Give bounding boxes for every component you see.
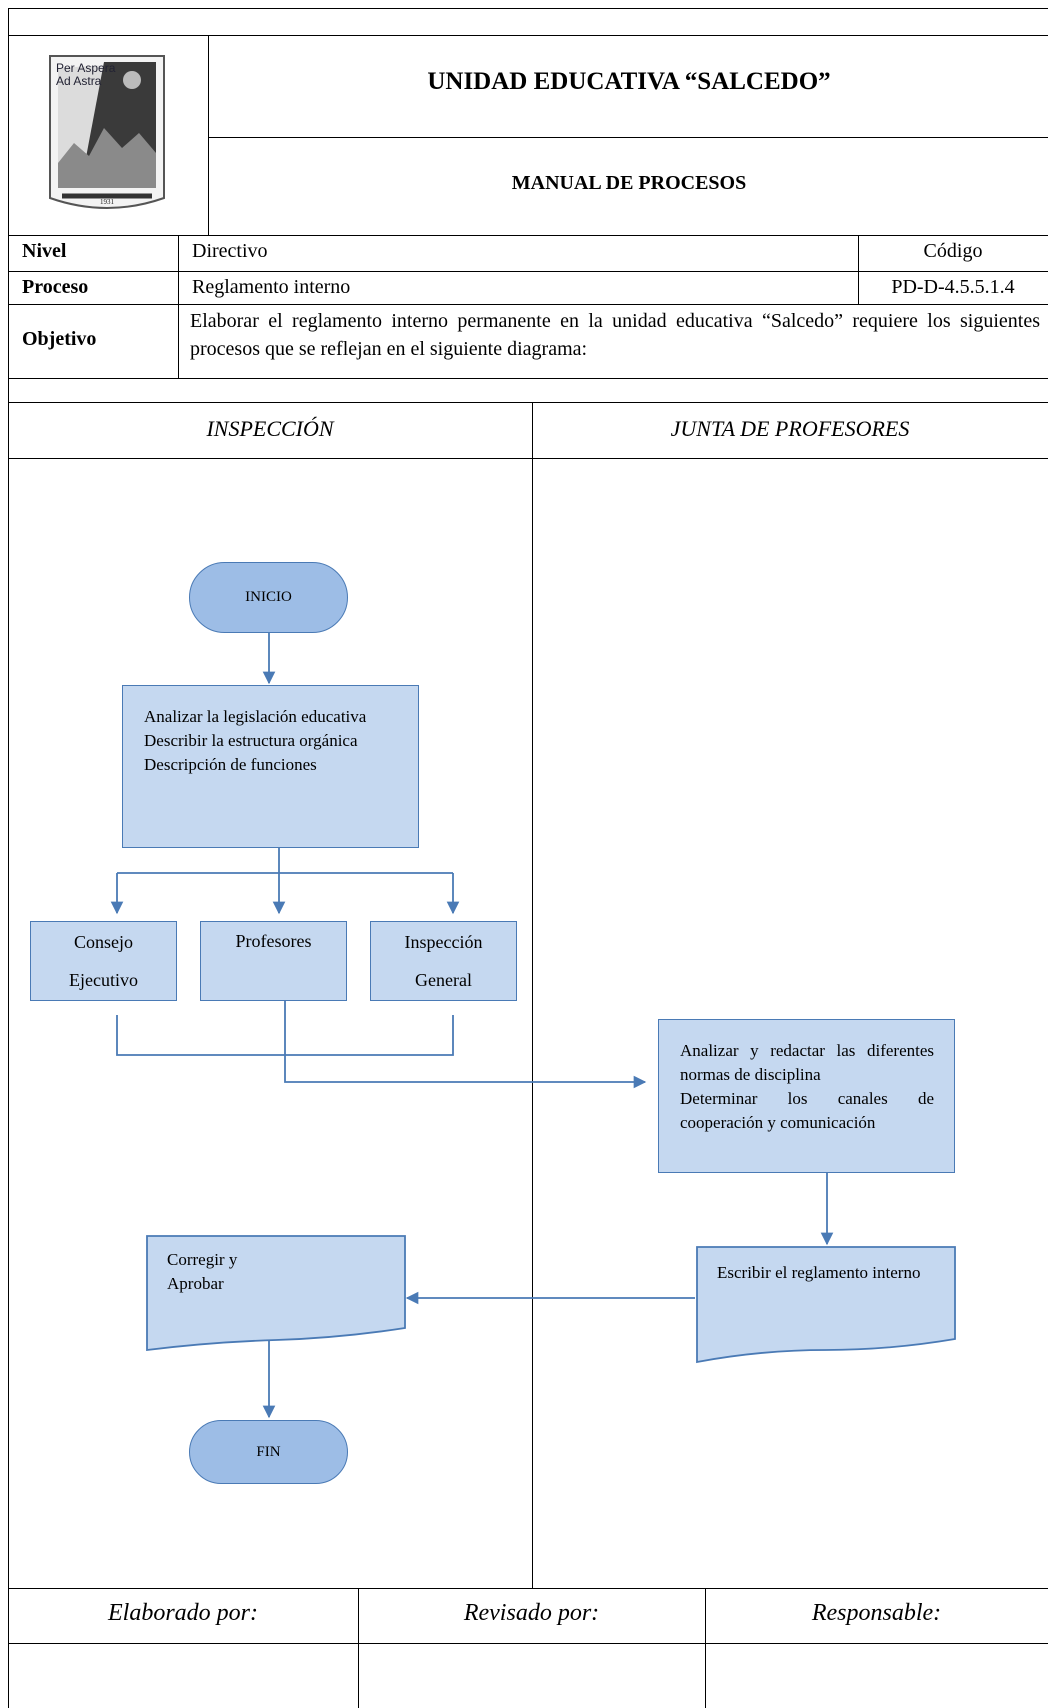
- consejo-ejecutivo-box: Consejo Ejecutivo: [30, 921, 177, 1001]
- nivel-value: Directivo: [192, 240, 268, 262]
- logo-year: 1931: [100, 198, 114, 206]
- redactar-normas-box: Analizar y redactar las diferentes norma…: [658, 1019, 955, 1173]
- analizar-line-2: Describir la estructura orgánica: [144, 731, 358, 750]
- analizar-legislacion-box: Analizar la legislación educativa Descri…: [122, 685, 419, 848]
- consejo-line-2: Ejecutivo: [69, 970, 138, 990]
- profesores-box: Profesores: [200, 921, 347, 1001]
- lane-inspeccion: INSPECCIÓN: [206, 416, 334, 441]
- codigo-label: Código: [923, 240, 983, 262]
- consejo-line-1: Consejo: [73, 932, 133, 952]
- redactar-line-1: Analizar y redactar las diferentes norma…: [680, 1041, 934, 1084]
- school-logo: Per Aspera Ad Astra 1931: [44, 48, 170, 218]
- fin-terminal: FIN: [189, 1420, 348, 1484]
- revisado-por-label: Revisado por:: [463, 1600, 600, 1626]
- responsable-signature-field[interactable]: [707, 1646, 1047, 1706]
- analizar-line-1: Analizar la legislación educativa: [144, 707, 367, 726]
- document-title: MANUAL DE PROCESOS: [511, 172, 747, 194]
- profesores-label: Profesores: [235, 931, 312, 951]
- inspeccion-line-1: Inspección: [404, 932, 483, 952]
- responsable-label: Responsable:: [811, 1600, 942, 1626]
- escribir-reglamento-text: Escribir el reglamento interno: [717, 1263, 921, 1282]
- objetivo-value: Elaborar el reglamento interno permanent…: [190, 310, 1040, 360]
- lane-junta-profesores: JUNTA DE PROFESORES: [670, 416, 910, 441]
- revisado-signature-field[interactable]: [360, 1646, 703, 1706]
- redactar-line-2: Determinar los canales de cooperación y …: [680, 1089, 934, 1132]
- institution-title: UNIDAD EDUCATIVA “SALCEDO”: [427, 68, 831, 95]
- proceso-label: Proceso: [22, 276, 89, 298]
- codigo-value: PD-D-4.5.5.1.4: [891, 276, 1015, 298]
- logo-motto: Per Aspera Ad Astra: [56, 61, 116, 88]
- nivel-label: Nivel: [22, 240, 67, 262]
- inspeccion-general-box: Inspección General: [370, 921, 517, 1001]
- corregir-line-2: Aprobar: [167, 1274, 224, 1293]
- proceso-value: Reglamento interno: [192, 276, 351, 298]
- inspeccion-line-2: General: [415, 970, 472, 990]
- corregir-line-1: Corregir y: [167, 1250, 238, 1269]
- elaborado-signature-field[interactable]: [10, 1646, 356, 1706]
- analizar-line-3: Descripción de funciones: [144, 755, 317, 774]
- elaborado-por-label: Elaborado por:: [108, 1600, 258, 1626]
- inicio-terminal: INICIO: [189, 562, 348, 633]
- objetivo-label: Objetivo: [22, 328, 97, 350]
